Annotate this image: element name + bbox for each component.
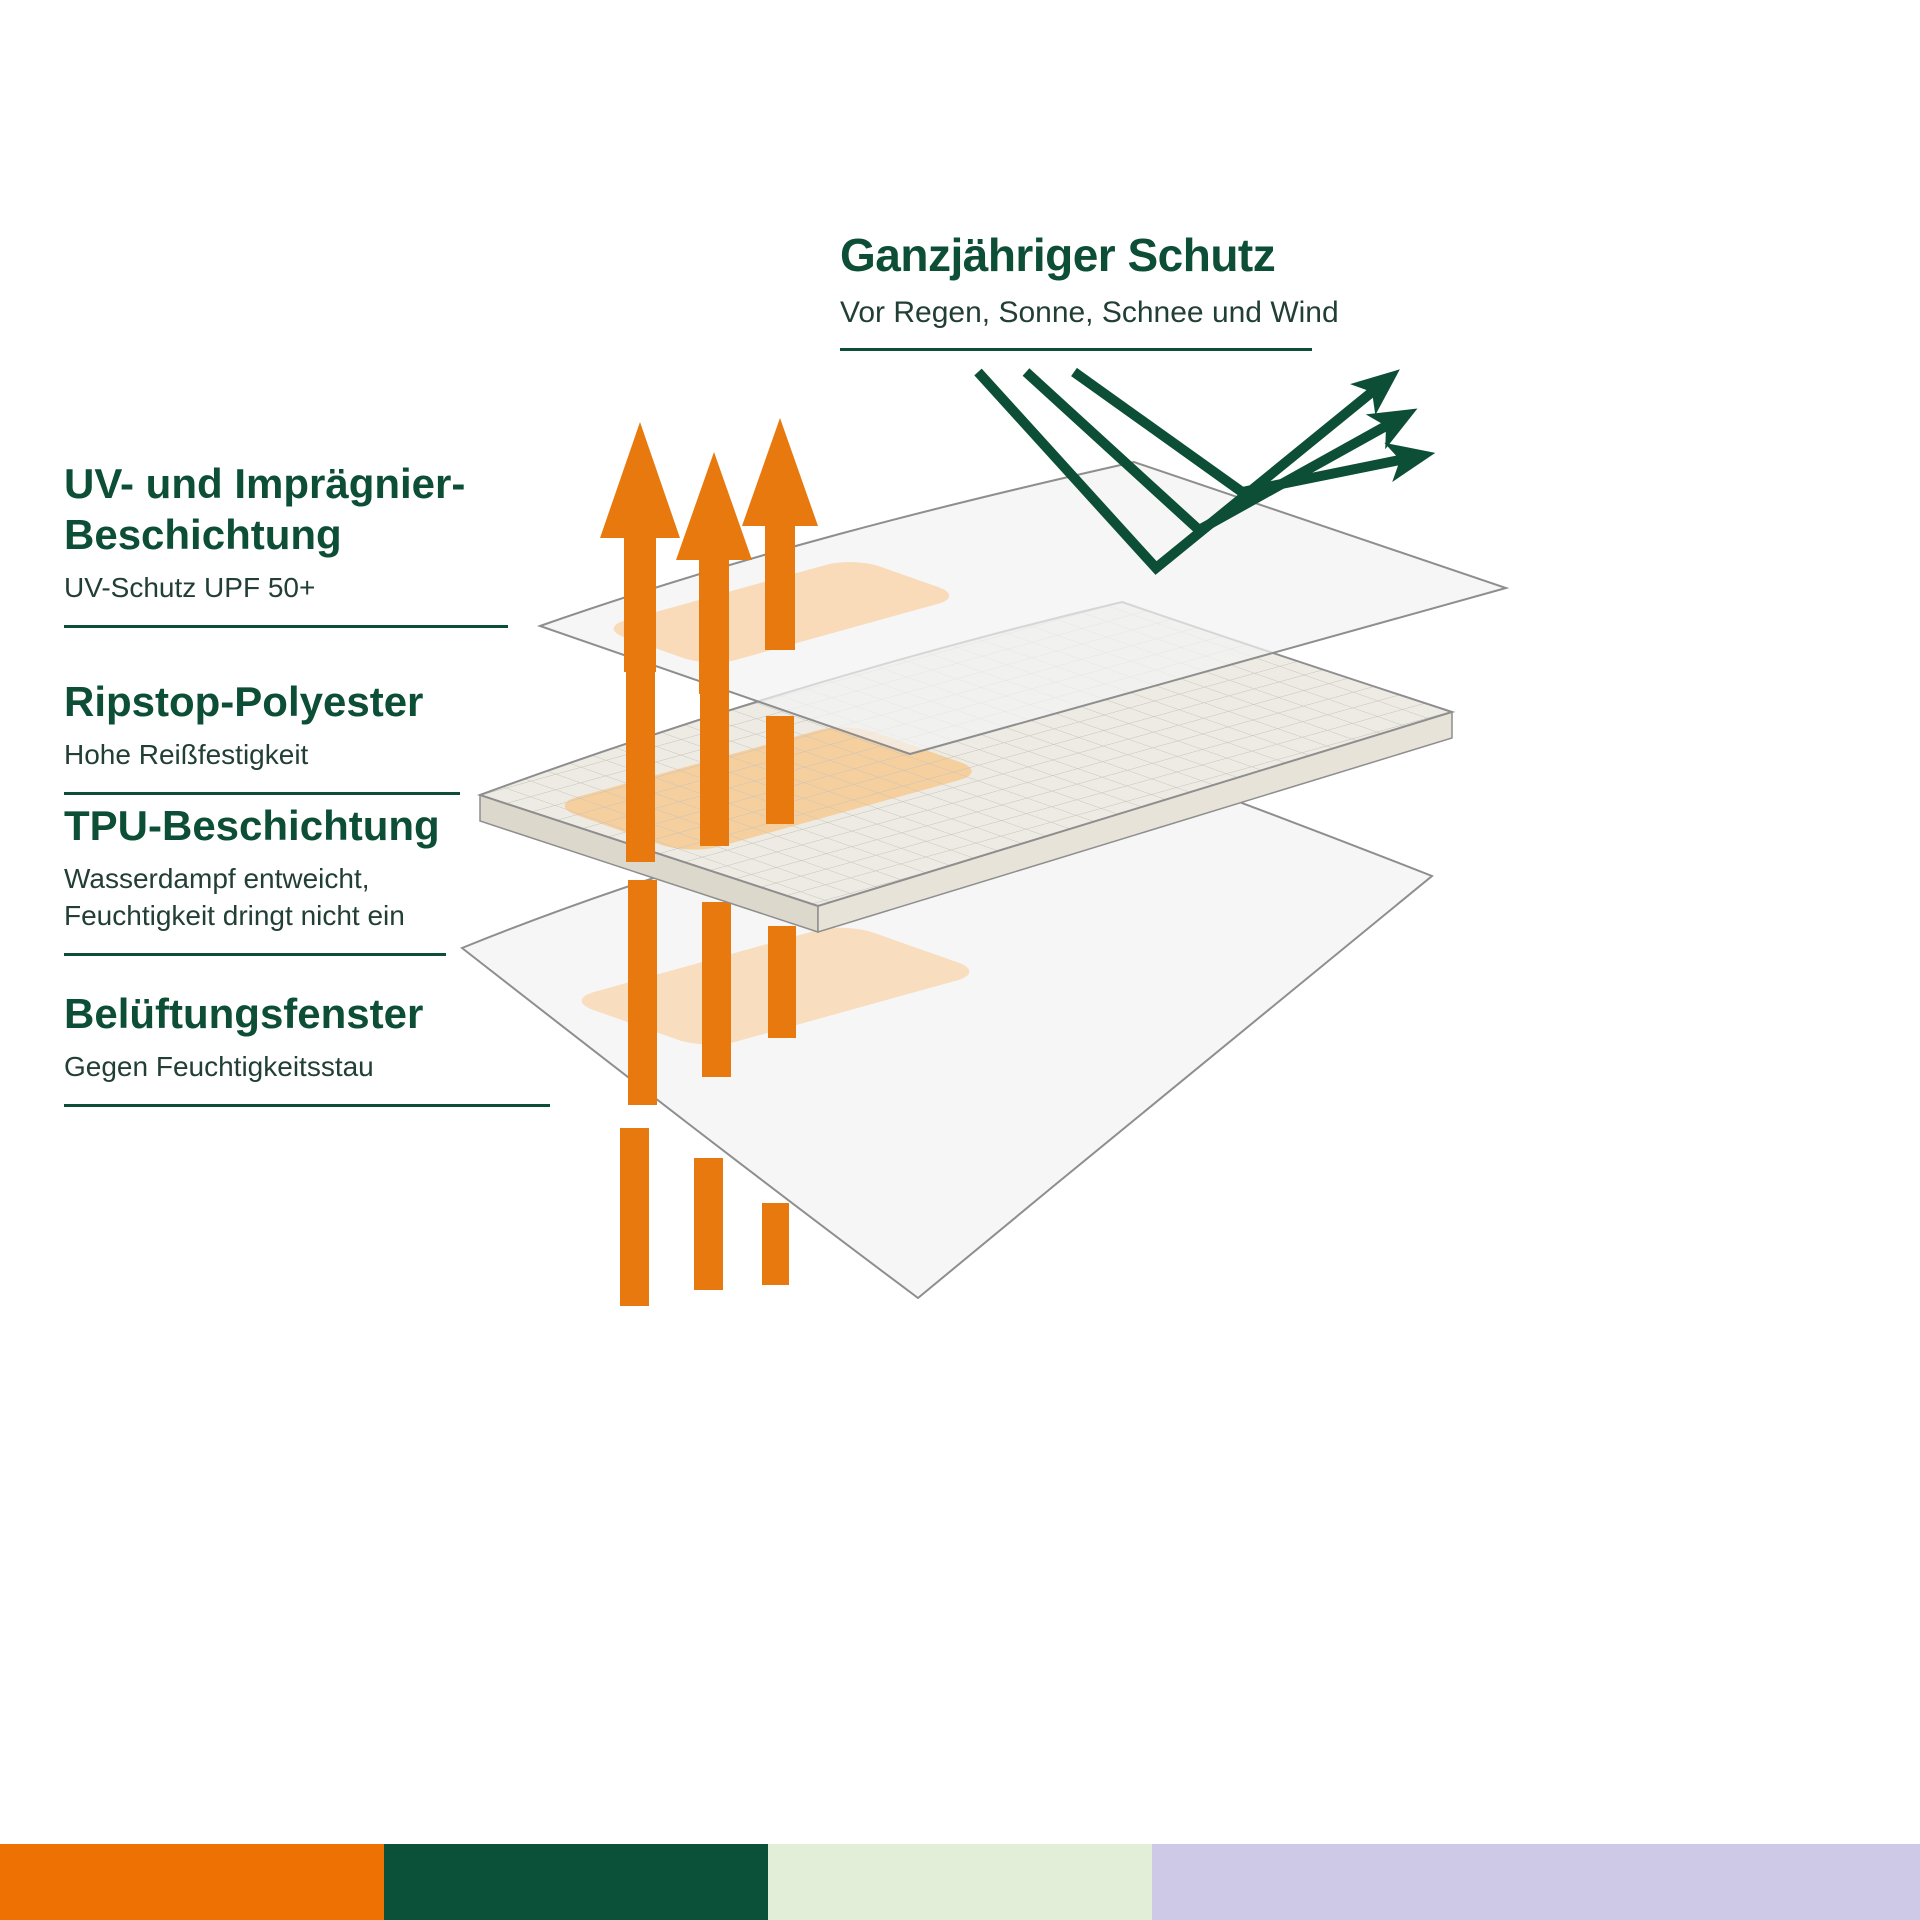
label-subtitle: UV-Schutz UPF 50+: [64, 572, 316, 604]
moisture-escape-arrows: [600, 418, 818, 694]
protection-bounce-arrow-icon: [974, 368, 1400, 575]
label-ripstop-polyester: Ripstop-Polyester Hohe Reißfestigkeit: [64, 676, 460, 796]
label-uv-coating: UV- und Imprägnier-Beschichtung UV-Schut…: [64, 458, 508, 629]
label-underline: [64, 792, 460, 796]
label-subtitle: Gegen Feuchtigkeitsstau: [64, 1051, 374, 1083]
label-subtitle: Hohe Reißfestigkeit: [64, 739, 309, 771]
protection-arrows: [974, 367, 1436, 575]
protection-bounce-arrow-icon: [1071, 367, 1436, 498]
moisture-escape-arrow-icon: [742, 418, 818, 650]
swatch-pale-green: [768, 1844, 1152, 1920]
label-ventilation-window: Belüftungsfenster Gegen Feuchtigkeitssta…: [64, 988, 550, 1108]
label-title: Ripstop-Polyester: [64, 678, 424, 725]
airflow-bars-middle: [628, 880, 796, 1105]
label-underline: [64, 625, 508, 629]
airflow-bar: [762, 1203, 789, 1285]
page-subtitle: Vor Regen, Sonne, Schnee und Wind: [840, 296, 1339, 329]
label-title: TPU-Beschichtung: [64, 802, 440, 849]
airflow-bar: [702, 902, 731, 1077]
airflow-bar: [620, 1128, 649, 1306]
header: Ganzjähriger Schutz Vor Regen, Sonne, Sc…: [840, 228, 1380, 351]
moisture-escape-arrow-icon: [676, 452, 752, 694]
swatch-lavender: [1152, 1844, 1920, 1920]
swatch-orange: [0, 1844, 384, 1920]
airflow-bars-upper: [626, 668, 794, 862]
swatch-dark-green: [384, 1844, 768, 1920]
page-title: Ganzjähriger Schutz: [840, 229, 1276, 281]
moisture-escape-arrow-icon: [600, 422, 680, 672]
label-underline: [64, 953, 446, 957]
label-tpu-coating: TPU-Beschichtung Wasserdampf entweicht, …: [64, 800, 494, 957]
label-subtitle: Wasserdampf entweicht, Feuchtigkeit drin…: [64, 863, 405, 932]
airflow-bar: [768, 926, 796, 1038]
protection-bounce-arrow-icon: [1022, 368, 1418, 537]
label-title: UV- und Imprägnier-Beschichtung: [64, 460, 466, 559]
airflow-bar: [700, 692, 729, 846]
airflow-bar: [628, 880, 657, 1105]
airflow-bar: [626, 668, 655, 862]
brand-color-bar: [0, 1844, 1920, 1920]
airflow-bar: [766, 716, 794, 824]
header-underline: [840, 348, 1312, 351]
airflow-bar: [694, 1158, 723, 1290]
label-title: Belüftungsfenster: [64, 990, 424, 1037]
airflow-bars-bottom: [620, 1128, 789, 1306]
label-underline: [64, 1104, 550, 1108]
